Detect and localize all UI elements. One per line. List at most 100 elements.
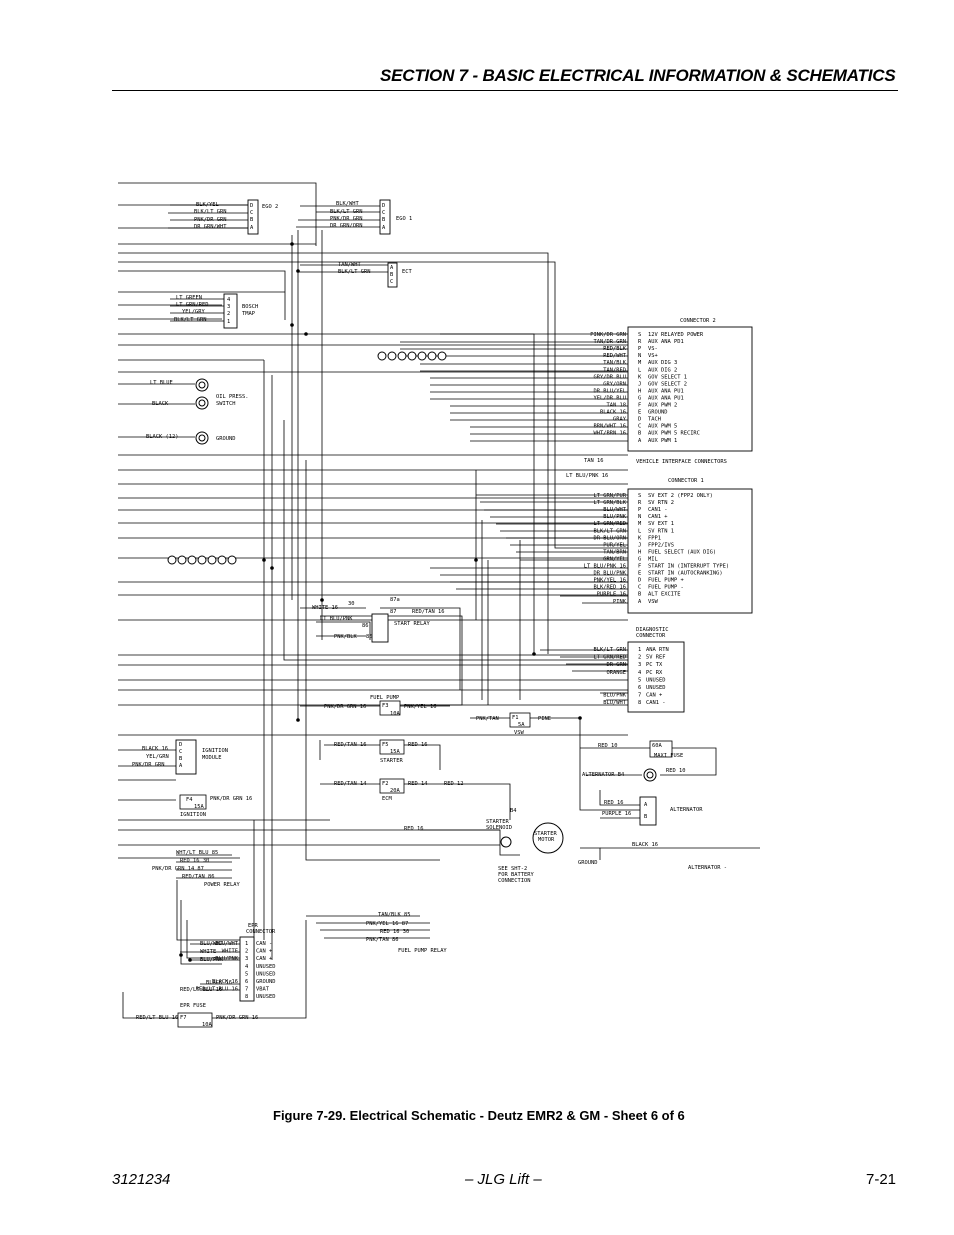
pnk-yel16-87-wire: PNK/YEL 16 87 <box>366 921 408 927</box>
connector-1-row-function: CAN1 + <box>648 514 668 520</box>
svg-text:D: D <box>250 203 253 209</box>
svg-text:2: 2 <box>227 311 230 317</box>
epr-row-function: UNUSED <box>256 971 275 977</box>
blu-pnk-wire: BLU/PNK <box>200 957 223 963</box>
diagnostic-row-function: 5V REF <box>646 655 665 661</box>
connector-2-row-wire: TAN/DR GRN <box>594 339 626 345</box>
starter-solenoid <box>500 836 512 848</box>
pnk-tan86-wire: PNK/TAN 86 <box>366 937 398 943</box>
blk-ltgrn-tmap-wire: BLK/LT GRN <box>174 317 206 323</box>
60a-label: 60A <box>652 743 662 749</box>
f2-label: F2 <box>382 781 389 787</box>
epr-row-pin: 4 <box>245 964 248 970</box>
footer-page-number: 7-21 <box>866 1171 897 1188</box>
fuse-f4 <box>179 794 207 810</box>
fuse-f5 <box>379 739 405 755</box>
connector-2-row-function: AUX DIG 2 <box>648 367 677 373</box>
f7-label: F7 <box>180 1015 187 1021</box>
starter-motor-label-2: MOTOR <box>538 837 555 843</box>
pine-label: PINE <box>538 716 551 722</box>
ltgrn-red-wire: LT GRN/RED <box>176 302 208 308</box>
ignition-label: IGNITION <box>180 812 206 818</box>
figure-caption: Figure 7-29. Electrical Schematic - Deut… <box>273 1108 685 1123</box>
epr-row-pin: 8 <box>245 994 248 1000</box>
white16-wire: WHITE 16 <box>312 605 338 611</box>
relay-86-label: 86 <box>362 623 369 629</box>
red10b-wire: RED 10 <box>666 768 685 774</box>
pnk-drgrn16-wire: PNK/DR GRN 16 <box>324 704 366 710</box>
connector-2-row-wire: TAN/RED <box>603 367 626 373</box>
connector-2-row-wire: YEL/DR BLU <box>594 395 626 401</box>
black16-wire: BLACK 16 <box>142 746 168 752</box>
ego2-label: EGO 2 <box>262 204 278 210</box>
epr-row-function: VBAT <box>256 987 270 993</box>
purple16-wire: PURPLE 16 <box>602 811 631 817</box>
connector-1-row-pin: F <box>638 564 641 570</box>
pnk-drgrn14-87-wire: PNK/DR GRN 14 87 <box>152 866 204 872</box>
connector-2-row-pin: F <box>638 403 641 409</box>
blk-ltgrn-ego1-wire: BLK/LT GRN <box>330 209 362 215</box>
pnk-drgrn16c-wire: PNK/DR GRN 16 <box>216 1015 258 1021</box>
f2-amp-label: 20A <box>390 788 400 794</box>
connector-1-row-pin: K <box>638 535 642 541</box>
tmap-label: TMAP <box>242 311 255 317</box>
connector-1-row-wire: LT GRN/PUR <box>594 493 627 499</box>
connector-2-row-function: VS- <box>648 346 658 352</box>
svg-text:A: A <box>382 225 386 231</box>
epr-row-wire: BLU/WHT <box>215 941 238 947</box>
connector-2-row-function: GOV SELECT 1 <box>648 374 687 380</box>
red16-wire: RED 16 <box>408 742 427 748</box>
red12-wire: RED 12 <box>444 781 463 787</box>
connector-2-row-pin: A <box>638 438 642 444</box>
junction-dots <box>179 242 582 962</box>
black16-alt-wire: BLACK 16 <box>632 842 658 848</box>
b4-label: B4 <box>510 808 517 814</box>
svg-text:C: C <box>179 749 182 755</box>
epr-row-pin: 1 <box>245 941 248 947</box>
connector-bodies <box>175 199 753 1002</box>
connector-1-row-function: SV RTN 1 <box>648 528 674 534</box>
alternator-connector <box>639 796 657 826</box>
f4-label: F4 <box>186 797 193 803</box>
pnk-drgrn16b-wire: PNK/DR GRN 16 <box>210 796 252 802</box>
connector-2-row-pin: M <box>638 360 642 366</box>
connector-1-row-wire: BLU/WHT <box>603 507 626 513</box>
diagnostic-row-wire: LT GRN/RED <box>594 655 626 661</box>
diagnostic-row-pin: 6 <box>638 685 641 691</box>
connector-2-row-pin: R <box>638 339 642 345</box>
relay-85-label: 85 <box>366 634 373 640</box>
footer-doc-number: 3121234 <box>112 1171 171 1188</box>
diagnostic-label-2: CONNECTOR <box>636 633 666 639</box>
ltblu-pnk16-wire: LT BLU/PNK 16 <box>566 473 608 479</box>
diagnostic-row-wire: BLK/LT GRN <box>594 647 626 653</box>
connector-2-row-function: TACH <box>648 417 661 423</box>
connector-2-row-wire: GRAY <box>613 417 627 423</box>
relay-87a-label: 87a <box>390 597 400 603</box>
connector-1-row-wire: BLK/LT GRN <box>594 528 626 534</box>
connector-2-row-pin: N <box>638 353 641 359</box>
diagnostic-row-pin: 1 <box>638 647 641 653</box>
connector-1-row-wire: PURPLE 16 <box>597 592 626 598</box>
pnk-blk-wire: PNK/BLK <box>334 634 357 640</box>
svg-text:C: C <box>250 210 253 216</box>
connector-1-row-function: SV EXT 2 (FPP2 ONLY) <box>648 493 713 499</box>
connector-2-row-function: 12V RELAYED POWER <box>648 332 704 338</box>
ignition-module-connector <box>175 739 197 775</box>
diagnostic-row-pin: 3 <box>638 662 641 668</box>
epr-row-wire: RED/LT BLU 16 <box>196 987 238 993</box>
f3-label: F3 <box>382 703 389 709</box>
connector-2-row-function: AUX ANA PU1 <box>648 395 684 401</box>
connector-1-row-function: ALT EXCITE <box>648 592 680 598</box>
connector-2-row-function: AUX PWM 1 <box>648 438 677 444</box>
black-wire: BLACK <box>152 401 169 407</box>
start-relay-body <box>371 613 389 643</box>
connector-1-row-function: START IN (INTERRUPT TYPE) <box>648 564 729 570</box>
ect-connector <box>387 262 398 288</box>
connector-1-row-function: CAN1 - <box>648 507 667 513</box>
connector-2-row-pin: L <box>638 367 641 373</box>
ground-label: GROUND <box>216 436 235 442</box>
connector-1-row-pin: N <box>638 514 641 520</box>
connector-2-row-pin: D <box>638 417 641 423</box>
pnk-drgrn-ego1-wire: PNK/DR GRN <box>330 216 362 222</box>
epr-row-function: CAN - <box>256 941 272 947</box>
